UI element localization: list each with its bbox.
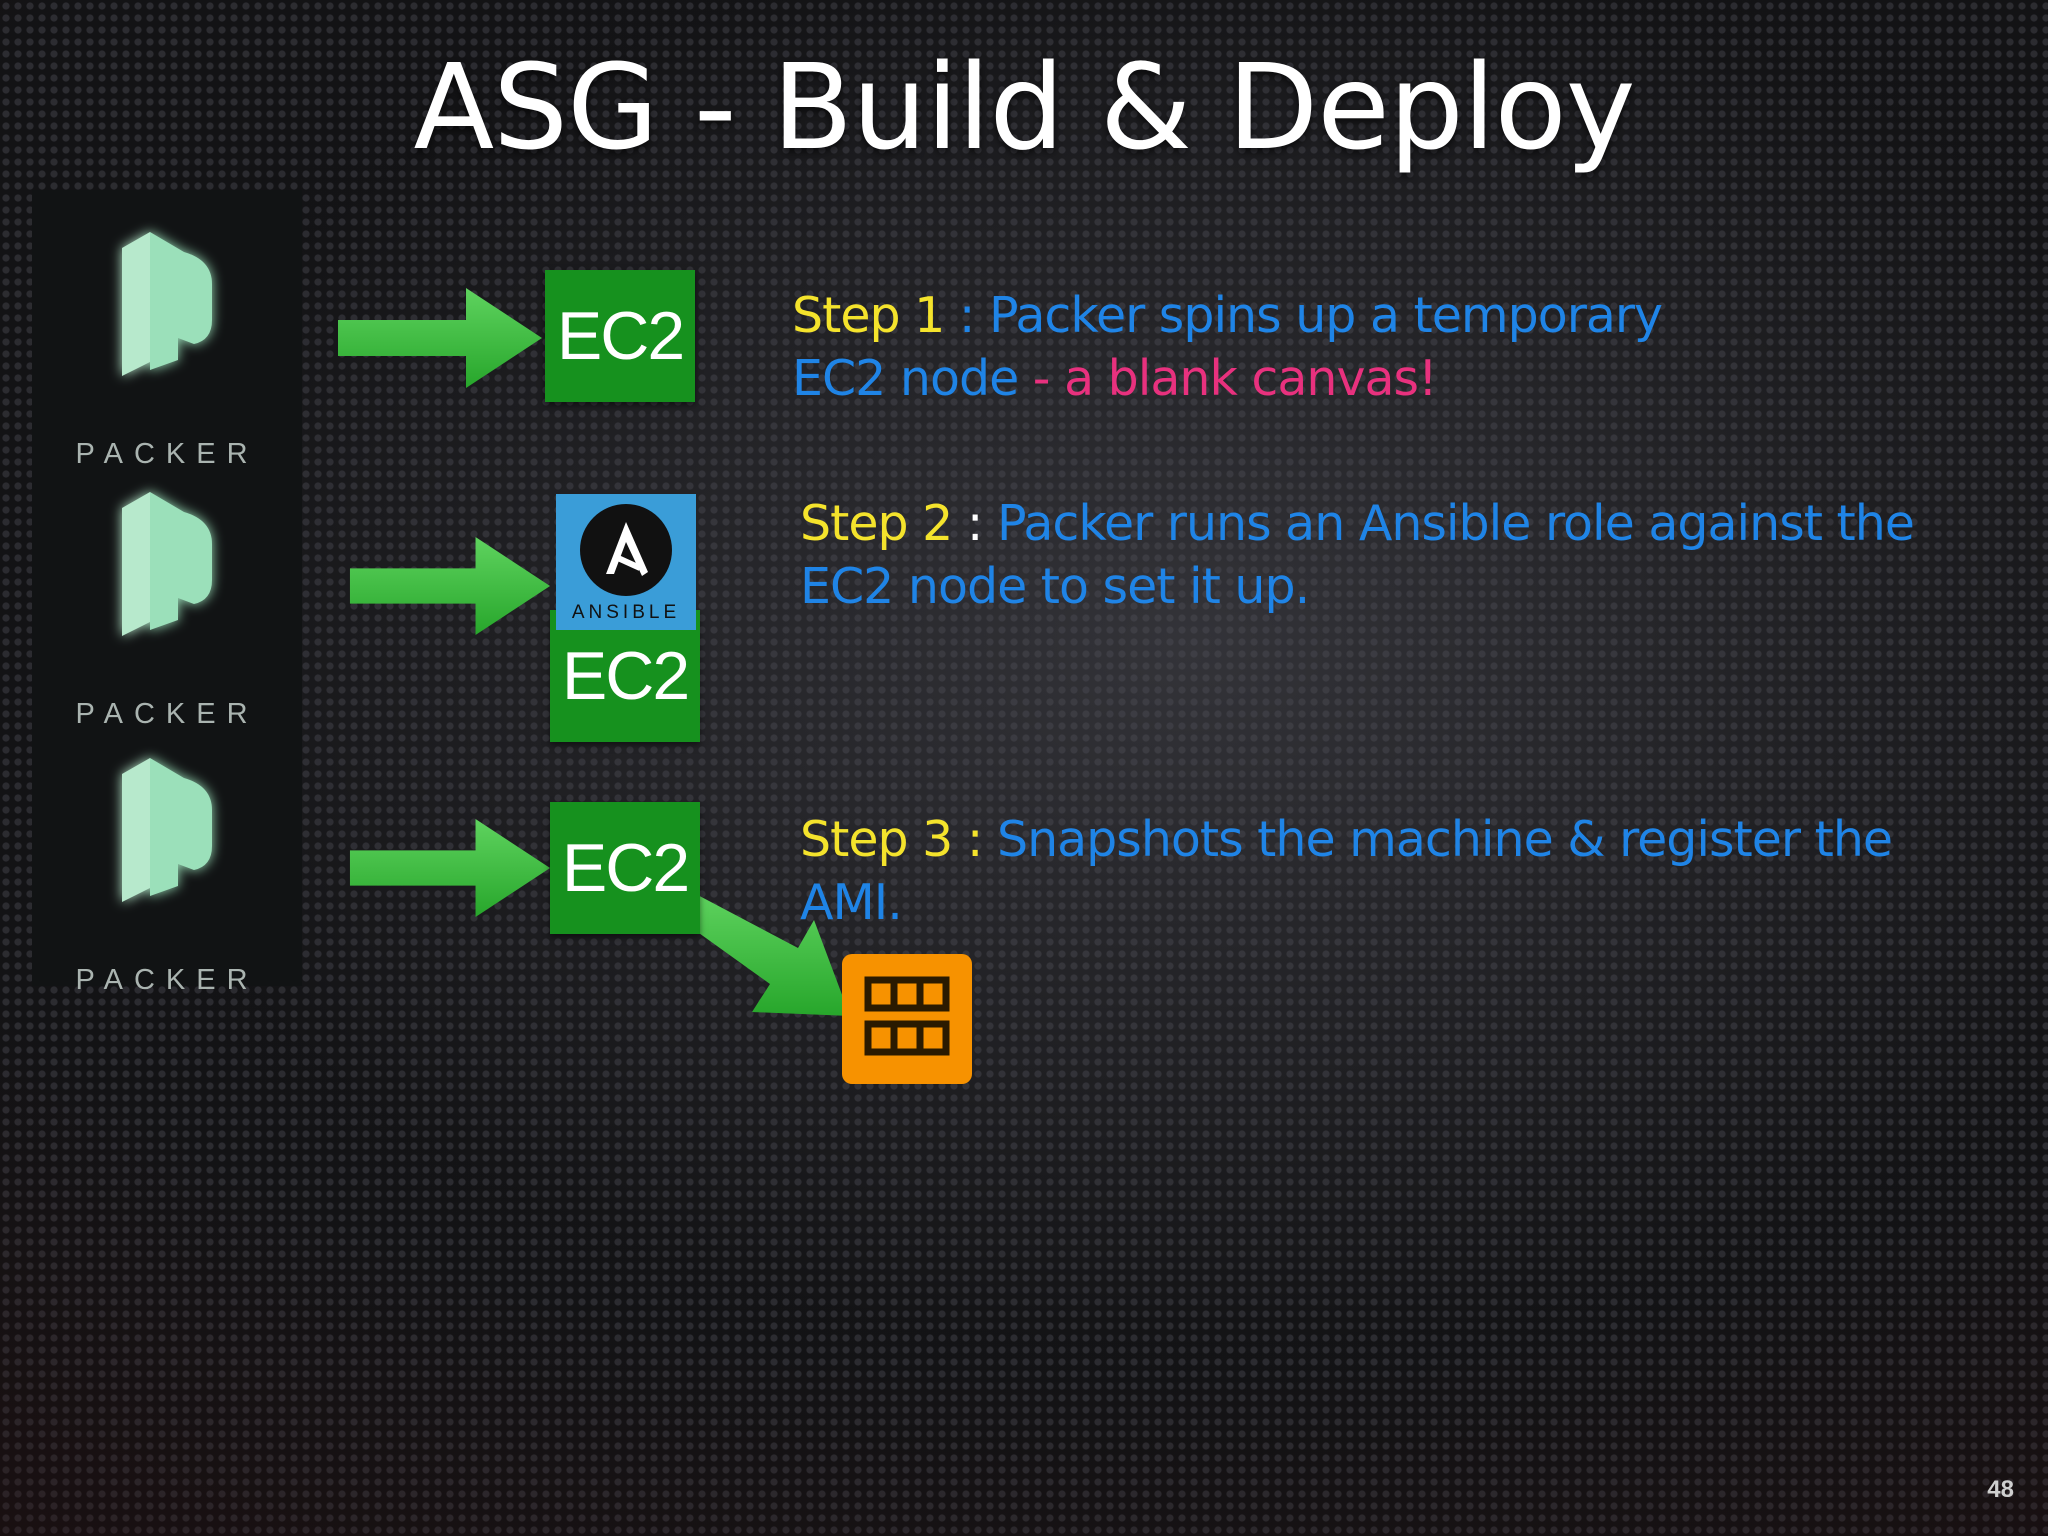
ami-grid-icon <box>864 976 950 1056</box>
arrow-right-icon <box>349 536 551 636</box>
packer-label: PACKER <box>75 964 259 996</box>
step-3-separator: : <box>952 811 997 868</box>
packer-logo-icon <box>122 232 212 376</box>
step-3-prefix: Step 3 <box>800 811 953 868</box>
arrow-right-icon <box>338 288 542 388</box>
slide-title: ASG - Build & Deploy <box>413 38 1635 176</box>
ami-icon <box>842 954 972 1084</box>
packer-logo-3: PACKER <box>32 746 302 996</box>
arrow-diagonal-icon <box>678 892 850 1016</box>
ec2-node-step-3: EC2 <box>550 802 700 934</box>
step-1-dash: - <box>1018 350 1065 407</box>
step-2-text: Step 2 : Packer runs an Ansible role aga… <box>800 492 1930 618</box>
page-number: 48 <box>1987 1476 2014 1503</box>
step-2-prefix: Step 2 <box>800 495 953 552</box>
step-1-highlight: a blank canvas! <box>1064 350 1438 407</box>
packer-logo-icon <box>122 758 212 902</box>
step-1-separator: : <box>944 287 989 344</box>
ec2-node-step-1: EC2 <box>545 270 695 402</box>
step-1-prefix: Step 1 <box>792 287 945 344</box>
packer-logo-icon <box>122 492 212 636</box>
ec2-node-step-2: EC2 <box>550 610 700 742</box>
packer-logo-2: PACKER <box>32 480 302 730</box>
packer-label: PACKER <box>75 698 259 730</box>
ansible-label: ANSIBLE <box>571 602 681 623</box>
step-3-body: Snapshots the machine & register the AMI… <box>800 811 1893 931</box>
step-2-body: Packer runs an Ansible role against the … <box>800 495 1915 615</box>
packer-column: PACKER PACKER PACKER <box>32 190 302 996</box>
step-1-text: Step 1 : Packer spins up a temporary EC2… <box>792 284 1672 410</box>
step-2-separator: : <box>952 495 997 552</box>
step-3-text: Step 3 : Snapshots the machine & registe… <box>800 808 1900 934</box>
ansible-logo-icon <box>580 504 672 596</box>
packer-logo-1: PACKER <box>32 220 302 470</box>
step-1-body: Packer spins up a temporary EC2 node <box>792 287 1663 407</box>
ansible-logo: ANSIBLE <box>556 494 696 630</box>
arrow-right-icon <box>349 818 551 918</box>
packer-label: PACKER <box>75 438 259 470</box>
